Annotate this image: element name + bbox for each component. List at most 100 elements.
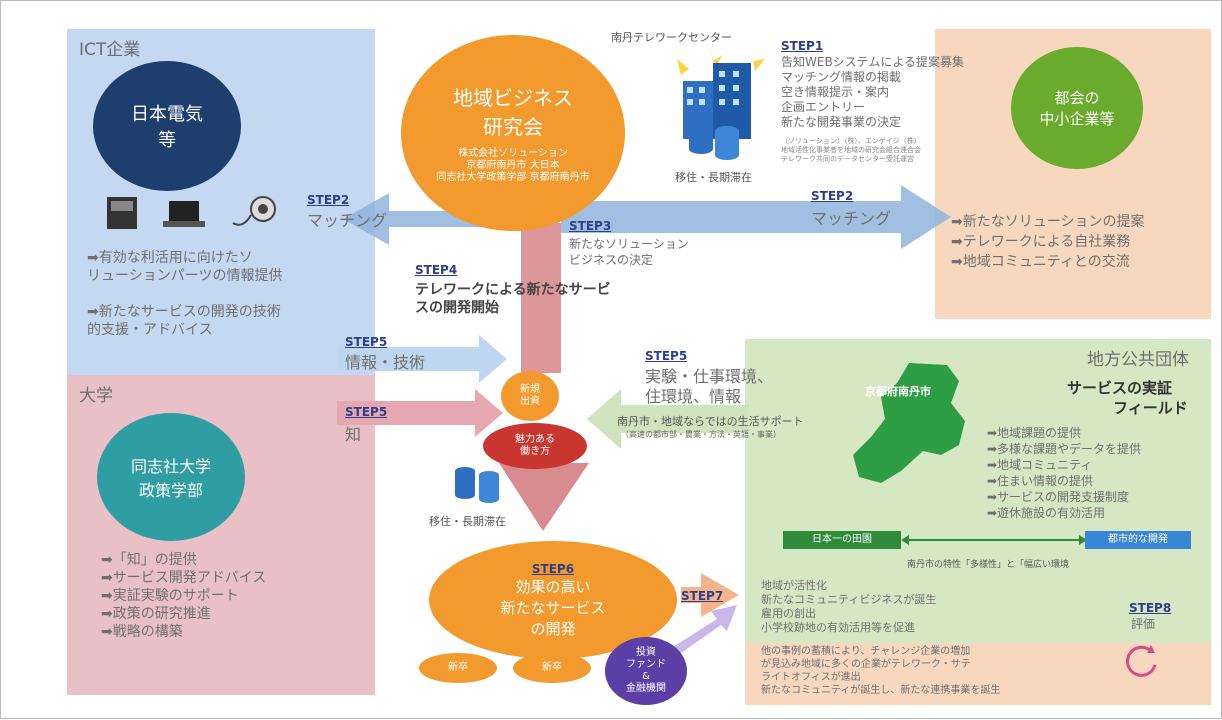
univ-panel [67,375,375,695]
city-panel [745,339,1211,643]
ict-bullet-2: リューションパーツの情報提供 [87,268,283,284]
sme-bullet-2: ➡テレワークによる自社業務 [951,234,1131,250]
fund-line-4: 金融機関 [626,683,666,694]
dev-line-1: 効果の高い [515,577,591,596]
step8-line-3: ライトオフィスが進出 [761,672,861,683]
research-title-1: 地域ビジネス [453,86,573,110]
equipment-icons [107,196,276,229]
research-circle: 地域ビジネス 研究会 株式会社ソリューション 京都府南丹市 大日本 同志社大学政… [401,35,625,231]
step1-note-2: 地域活性化事業者を地域の研究会組合連合会 [781,146,921,154]
appeal-circle: 魅力ある 働き方 [483,423,587,469]
migration-caption: 移住・長期滞在 [429,515,506,528]
city-panel-title: 地方公共団体 [1087,350,1189,370]
step1-line-2: マッチング情報の掲載 [781,70,902,84]
step7-label: STEP7 [681,589,724,603]
city-bullet-3: ➡地域コミュニティ [987,458,1093,472]
step2-right-text: マッチング [811,209,892,228]
sensor-icon [232,196,276,226]
step4-label: STEP4 [415,263,458,277]
step7-line-4: 小学校跡地の有効活用等を促進 [761,621,915,634]
nec-suffix: 等 [158,130,176,151]
badge-top: 新規 [520,384,540,395]
step1-line-4: 企画エントリー [781,100,866,114]
step5-info-text: 情報・技術 [345,353,426,372]
fund-line-1: 投資 [636,647,656,658]
nantan-map [853,363,965,483]
arrow-step2-right [561,185,951,249]
step1-note: （ソリューション）（株）、エンゲイジ（株） 地域活性化事業者を地域の研究会組合連… [781,137,921,164]
step4-line-2: スの開発開始 [415,300,499,316]
step1-note-3: テレワーク共同のデータセンター受託運営 [781,155,914,163]
sme-name-2: 中小企業等 [1039,110,1115,128]
univ-panel-title: 大学 [79,386,113,406]
arrow-fund-up [673,605,737,653]
database-icon [689,120,739,160]
step7-line-1: 地域が活性化 [761,579,827,592]
city-bullet-1: ➡地域課題の提供 [987,426,1082,440]
step3-line-1: 新たなソリューション [569,237,689,251]
univ-bullet-5: ➡戦略の構築 [101,624,183,640]
univ-bullet-3: ➡実証実験のサポート [101,588,239,604]
fund-line-2: ファンド [626,659,666,670]
telework-caption: 移住・長期滞在 [675,171,752,184]
step8-label: STEP8 [1129,601,1172,615]
step1-note-1: （ソリューション）（株）、エンゲイジ（株） [781,137,921,145]
ict-bullet-5: 的支援・アドバイス [87,322,213,338]
step4-line-1: テレワークによる新たなサービ [415,282,611,298]
small-oval-1-label: 新卒 [448,662,468,673]
server-icon [107,197,137,229]
step3-label: STEP3 [569,219,612,233]
city-bullet-6: ➡遊休施設の有効活用 [987,506,1106,520]
arrow-step5-info [337,335,507,383]
step7-lines: 地域が活性化 新たなコミュニティビジネスが誕生 雇用の創出 小学校跡地の有効活用… [761,579,936,635]
step1-line-5: 新たな開発事業の決定 [781,115,902,129]
telework-title: 南丹テレワークセンター [611,31,732,44]
step1-line-1: 告知WEBシステムによる提案募集 [781,55,964,69]
tag-caption: 南丹市の特性「多様性」と「幅広い環境 [907,560,1070,570]
arrow-step7 [681,573,739,617]
cycle-icon [1126,645,1157,677]
double-arrow [901,535,1087,545]
development-circle: STEP6 効果の高い 新たなサービス の開発 [429,541,677,659]
research-title-2: 研究会 [483,115,543,139]
univ-bullet-2: ➡サービス開発アドバイス [101,570,267,586]
univ-bullet-1: ➡「知」の提供 [101,552,197,568]
step5-info-label: STEP5 [345,335,388,349]
doshisha-circle: 同志社大学 政策学部 [97,413,245,541]
city-bullet-5: ➡サービスの開発支援制度 [987,490,1130,504]
member-line-1: 株式会社ソリューション [458,148,568,159]
arrow-step2-left [343,193,501,245]
step7-line-3: 雇用の創出 [761,607,816,620]
step5-support: 南丹市・地域ならではの生活サポート [617,415,804,428]
member-line-3: 同志社大学政策学部 京都府南丹市 [436,172,590,183]
small-oval-2: 新卒 [513,653,591,683]
service-field-1: サービスの実証 [1067,379,1173,397]
step6-label: STEP6 [531,561,575,576]
left-tag: 日本一の田園 [783,531,901,549]
step5-know-text: 知 [345,425,362,444]
appeal-line-2: 働き方 [520,446,550,457]
sme-bullet-1: ➡新たなソリューションの提案 [951,214,1145,230]
city-bullet-2: ➡多様な課題やデータを提供 [987,442,1142,456]
laptop-icon [163,201,205,227]
fund-line-3: & [642,671,650,682]
arrow-step5-know [337,389,503,437]
sme-circle: 都会の 中小企業等 [1011,47,1143,169]
sme-name-1: 都会の [1054,89,1100,107]
arrow-down-trunk [521,223,561,373]
step2-left-text: マッチング [307,211,388,230]
step8-line-4: 新たなコミュニティが誕生し、新たな連携事業を誕生 [761,685,1001,696]
badge-line2: 出資 [520,396,540,407]
step5-env-label: STEP5 [645,349,688,363]
arrow-down-funnel [499,463,589,531]
dev-line-2: 新たなサービス [500,598,606,617]
right-tag: 都市的な開発 [1085,531,1191,549]
appeal-line-1: 魅力ある [515,434,555,445]
sme-bullet-3: ➡地域コミュニティとの交流 [951,254,1130,270]
city-bullet-4: ➡住まい情報の提供 [987,474,1094,488]
step5-support-2: （高速の都市部・農業・方法・英語・事業） [621,430,781,439]
step1-lines: 告知WEBシステムによる提案募集 マッチング情報の掲載 空き情報提示・案内 企画… [781,55,964,130]
step1-label: STEP1 [781,39,824,53]
